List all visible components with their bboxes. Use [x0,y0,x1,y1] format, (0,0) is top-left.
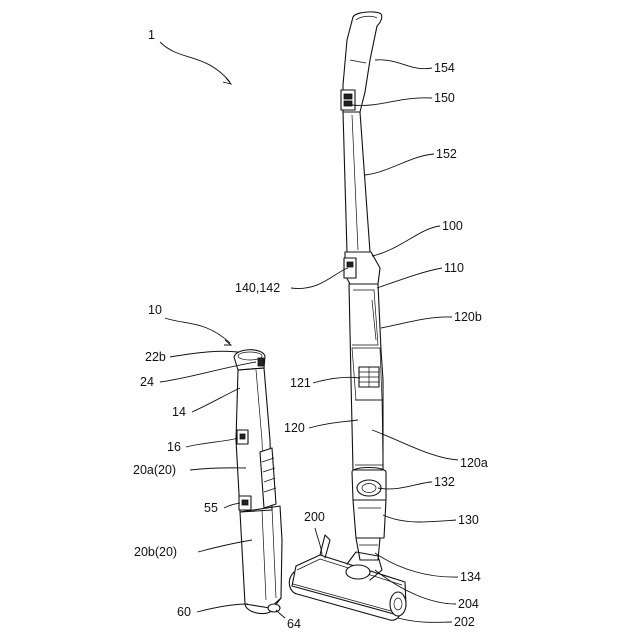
label-window: 121 [290,376,311,390]
label-grip-body: 14 [172,405,186,419]
label-cap: 22b [145,350,166,364]
switch-icon [344,258,356,278]
label-nozzle-joint: 204 [458,597,479,611]
label-socket: 132 [434,475,455,489]
nozzle-head [289,535,406,620]
label-joint: 134 [460,570,481,584]
pipe-outline [343,112,370,252]
label-body-case: 110 [444,261,464,275]
label-handheld-ref: 10 [148,303,162,317]
label-upper-section: 20a(20) [133,463,176,477]
label-handle-grip: 154 [434,61,455,75]
label-lower-section: 20b(20) [134,545,177,559]
label-side-b: 120b [454,310,482,324]
joint-outline [356,538,380,560]
stick-vacuum [341,12,386,560]
label-side-a: 120a [460,456,488,470]
label-latch: 55 [204,501,218,515]
label-brush: 202 [454,615,475,629]
label-switch: 140,142 [235,281,280,295]
label-cap-ring: 24 [140,375,154,389]
label-handle-top: 150 [434,91,455,105]
connector-outline [353,500,386,538]
label-pipe: 152 [436,147,457,161]
label-bottom: 60 [177,605,191,619]
label-fig-ref: 1 [148,28,155,42]
label-nozzle: 200 [304,510,325,524]
label-connector: 130 [458,513,479,527]
handheld-unit [234,350,282,614]
upper-grille-icon [260,448,276,508]
tip-icon [268,604,280,612]
handle-button-icon [341,90,355,110]
label-body: 120 [284,421,305,435]
nozzle-neck-icon [346,565,370,579]
label-tip: 64 [287,617,301,631]
leader-lines [160,42,458,622]
label-trigger: 16 [167,440,181,454]
label-upper-body: 100 [442,219,463,233]
